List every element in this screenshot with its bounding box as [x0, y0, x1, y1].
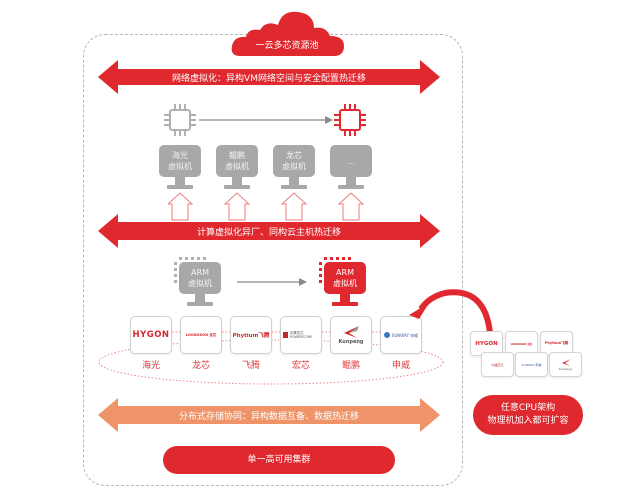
- arm-vm-source-monitor: ARM 虚拟机: [179, 262, 221, 306]
- network-virtualization-arrow: 网络虚拟化：异构VM网络空间与安全配置热迁移: [98, 60, 440, 94]
- vm-monitor-kunpeng: 鲲鹏虚拟机: [216, 145, 258, 189]
- cloud-icon: [231, 11, 344, 56]
- vm-line2: 虚拟机: [282, 162, 306, 171]
- arm-line2: 虚拟机: [333, 279, 357, 288]
- compute-arrow-label: 计算虚拟化异厂、同构云主机热迁移: [196, 228, 341, 238]
- expansion-logo-kunpeng: Kunpeng: [549, 352, 582, 377]
- brand-name: 海光: [141, 361, 160, 371]
- arm-vm-target-monitor: ARM 虚拟机: [324, 262, 366, 306]
- sunway-mark-icon: [383, 332, 390, 338]
- brand-name: 申威: [391, 361, 410, 371]
- expansion-pill-line1: 任意CPU架构: [500, 403, 556, 413]
- vm-line1: ...: [347, 156, 355, 166]
- logo-sunway: SUNWAY 申威: [391, 332, 419, 338]
- vm-line1: 龙芯: [286, 151, 302, 160]
- expansion-pill-line2: 物理机加入都可扩容: [487, 416, 569, 426]
- compute-virtualization-arrow: 计算虚拟化异厂、同构云主机热迁移: [98, 214, 440, 248]
- expansion-pill: 任意CPU架构 物理机加入都可扩容: [473, 395, 583, 435]
- cluster-pill: 单一高可用集群: [163, 446, 395, 474]
- storage-collaboration-arrow: 分布式存储协同：异构数据互备、数据热迁移: [98, 398, 440, 432]
- brand-name: 飞腾: [241, 361, 260, 371]
- cloud-label: 一云多芯资源池: [255, 41, 319, 51]
- network-arrow-label: 网络虚拟化：异构VM网络空间与安全配置热迁移: [172, 74, 366, 84]
- vm-monitor-hygon: 海光虚拟机: [159, 145, 201, 189]
- expansion-logo-phytium: Phytium飞腾: [540, 331, 573, 356]
- up-arrow-icon: [280, 192, 308, 221]
- brand-name: 宏芯: [291, 361, 310, 371]
- kunpeng-wing-icon: [344, 326, 359, 338]
- up-arrow-icon: [223, 192, 251, 221]
- expansion-logo-powercore: 中晟宏芯: [481, 352, 514, 377]
- brand-phytium: Phytium飞腾 飞腾: [230, 316, 272, 371]
- brand-kunpeng: Kunpeng 鲲鹏: [330, 316, 372, 371]
- source-cpu-chip-icon: [164, 104, 196, 136]
- logo-powercore: 中晟宏芯 POWERCORE: [289, 331, 313, 339]
- brand-name: 鲲鹏: [341, 361, 360, 371]
- vm-monitor-loongson: 龙芯虚拟机: [273, 145, 315, 189]
- arm-vm-target-dots: [319, 257, 351, 283]
- chip-migration-arrow: [199, 116, 333, 124]
- arm-vm-source-dots: [174, 257, 206, 283]
- brand-name: 龙芯: [191, 361, 210, 371]
- vm-line2: 虚拟机: [225, 162, 249, 171]
- logo-loongson: LOONGSON 龙芯: [185, 332, 217, 337]
- kunpeng-wing-icon: [561, 359, 571, 366]
- target-cpu-chip-icon: [334, 104, 366, 136]
- expansion-curved-arrow: [409, 289, 493, 334]
- vm-monitor-more: ...: [330, 145, 372, 189]
- brand-loongson: LOONGSON 龙芯 龙芯: [180, 316, 222, 371]
- brand-powercore: 中晟宏芯 POWERCORE 宏芯: [280, 316, 322, 371]
- up-arrow-icon: [337, 192, 365, 221]
- expansion-logo-hygon: HYGON: [470, 331, 503, 356]
- brand-group-ellipse: [98, 331, 444, 385]
- storage-arrow-label: 分布式存储协同：异构数据互备、数据热迁移: [178, 412, 359, 422]
- logo-phytium: Phytium飞腾: [232, 333, 270, 339]
- brand-sunway: SUNWAY 申威 申威: [380, 316, 422, 371]
- logo-kunpeng: Kunpeng: [338, 339, 364, 345]
- arm-migration-arrow: [237, 278, 307, 286]
- arm-line2: 虚拟机: [188, 279, 212, 288]
- vm-line1: 海光: [172, 151, 188, 160]
- arm-line1: ARM: [336, 268, 354, 277]
- arm-line1: ARM: [191, 268, 209, 277]
- brand-hygon: HYGON 海光: [130, 316, 172, 371]
- expansion-logo-sunway: SUNWAY 申威: [515, 352, 548, 377]
- logo-hygon: HYGON: [132, 330, 170, 340]
- vm-line1: 鲲鹏: [229, 151, 245, 160]
- up-arrow-icon: [168, 192, 194, 221]
- up-arrows-group: [168, 192, 365, 221]
- powercore-mark-icon: [283, 332, 288, 338]
- vm-line2: 虚拟机: [168, 162, 192, 171]
